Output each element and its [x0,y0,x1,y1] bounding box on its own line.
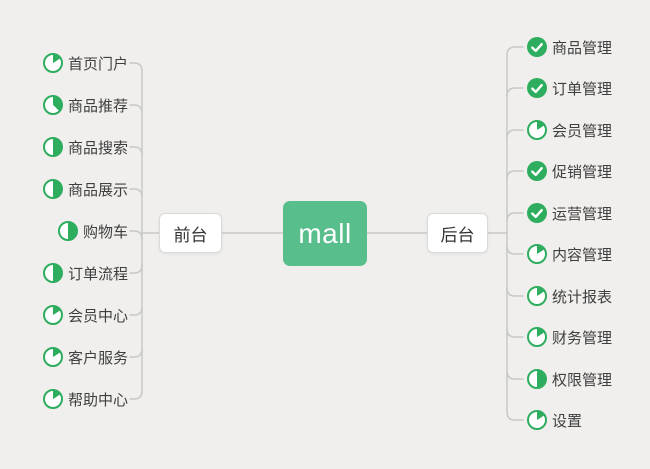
item-label: 商品展示 [67,181,128,199]
mindmap-item[interactable]: 促销管理 [527,156,612,186]
task-progress-icon [42,53,63,73]
task-progress-icon [42,389,63,409]
task-progress-icon [42,263,63,283]
branch-label: 后台 [440,225,475,245]
mindmap-item[interactable]: 会员管理 [527,115,612,145]
item-label: 帮助中心 [67,391,128,409]
item-label: 内容管理 [552,246,613,264]
task-progress-icon [42,305,63,325]
mindmap-item[interactable]: 财务管理 [527,322,612,352]
item-label: 财务管理 [552,329,613,347]
mindmap-item[interactable]: 订单管理 [527,73,612,103]
mindmap-item[interactable]: 会员中心 [42,300,128,330]
mindmap-item[interactable]: 订单流程 [42,258,128,288]
task-progress-icon [527,286,547,306]
branch-node-back[interactable]: 后台 [427,213,488,253]
mindmap-item[interactable]: 购物车 [57,216,128,246]
task-progress-icon [42,347,63,367]
task-done-icon [527,78,547,98]
mindmap-item[interactable]: 帮助中心 [42,384,128,414]
root-label: mall [298,217,352,249]
item-label: 会员管理 [552,122,613,140]
item-label: 商品推荐 [67,97,128,115]
task-progress-icon [42,137,63,157]
mindmap-item[interactable]: 商品推荐 [42,90,128,120]
item-label: 运营管理 [552,205,613,223]
mindmap-item[interactable]: 内容管理 [527,239,612,269]
branch-label: 前台 [173,225,208,245]
item-label: 商品搜索 [67,139,128,157]
task-progress-icon [527,369,547,389]
task-progress-icon [527,410,547,430]
mindmap-item[interactable]: 商品搜索 [42,132,128,162]
mindmap-item[interactable]: 运营管理 [527,198,612,228]
task-done-icon [527,161,547,181]
item-label: 首页门户 [67,55,128,73]
mindmap-item[interactable]: 权限管理 [527,364,612,394]
mindmap-item[interactable]: 商品管理 [527,32,612,62]
item-label: 客户服务 [67,349,128,367]
item-label: 权限管理 [552,371,613,389]
item-label: 订单管理 [552,80,613,98]
mindmap-item[interactable]: 首页门户 [42,48,128,78]
task-progress-icon [527,327,547,347]
branch-node-front[interactable]: 前台 [159,213,222,253]
task-progress-icon [527,244,547,264]
mindmap-item[interactable]: 设置 [527,405,582,435]
task-progress-icon [42,179,63,199]
item-label: 设置 [552,412,583,430]
task-progress-icon [527,120,547,140]
item-label: 订单流程 [67,265,128,283]
mindmap-item[interactable]: 客户服务 [42,342,128,372]
root-node-mall[interactable]: mall [283,201,367,266]
item-label: 促销管理 [552,163,613,181]
item-label: 购物车 [82,223,128,241]
item-label: 商品管理 [552,39,613,57]
task-done-icon [527,203,547,223]
mindmap-item[interactable]: 统计报表 [527,281,612,311]
item-label: 统计报表 [552,288,613,306]
task-done-icon [527,37,547,57]
mindmap-item[interactable]: 商品展示 [42,174,128,204]
item-label: 会员中心 [67,307,128,325]
task-progress-icon [42,95,63,115]
task-progress-icon [57,221,78,241]
